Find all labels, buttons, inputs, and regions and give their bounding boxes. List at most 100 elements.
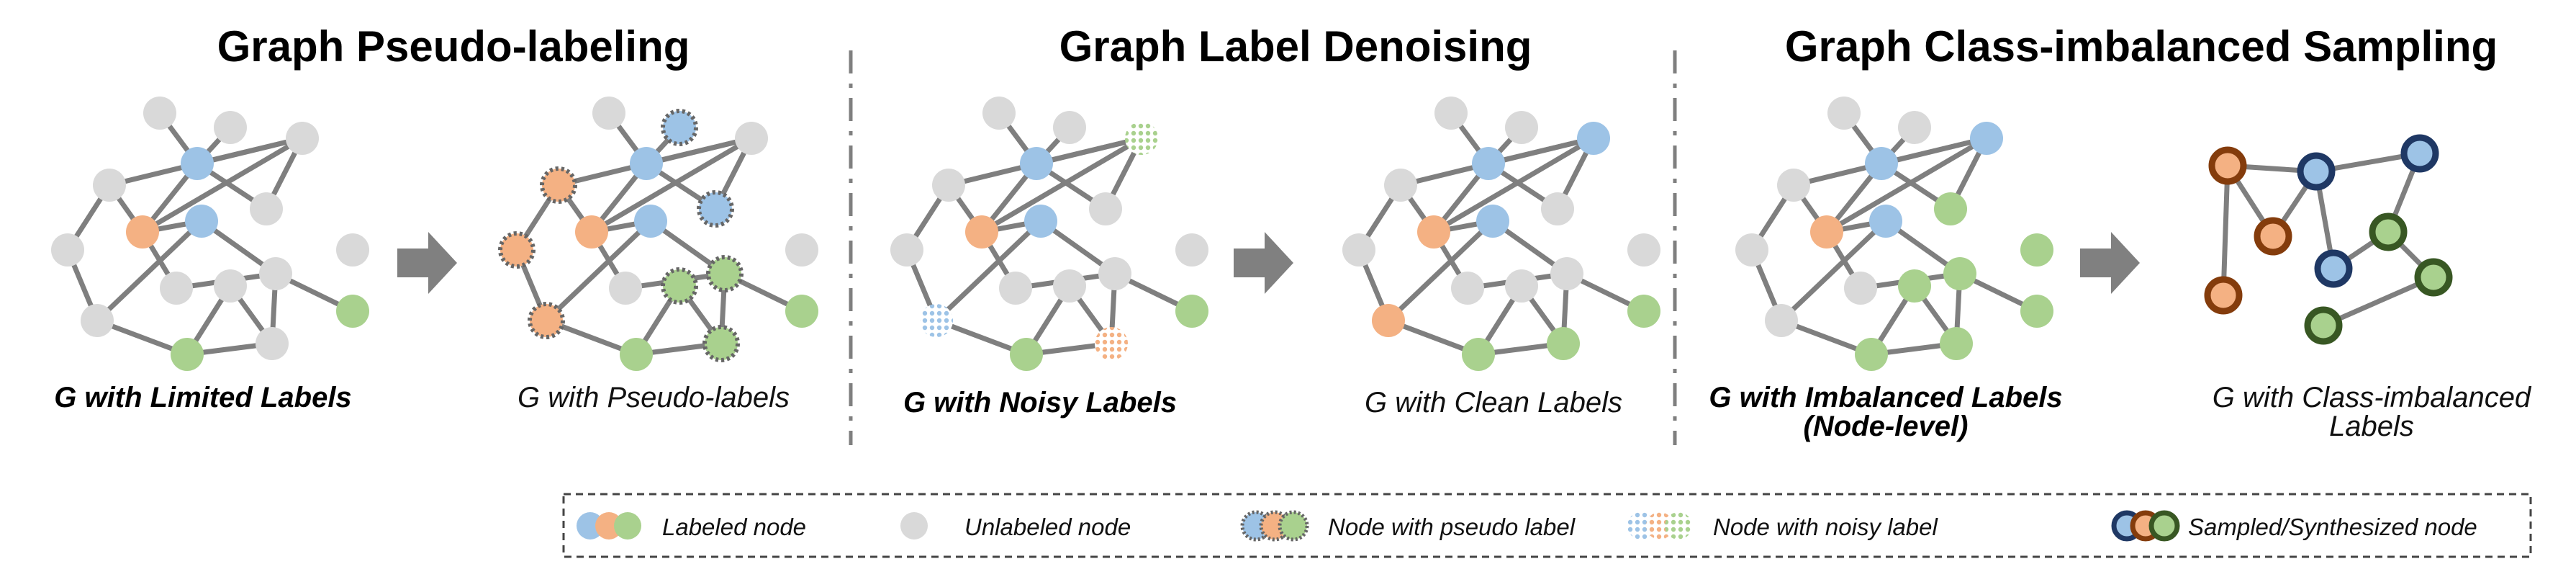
sampled-node bbox=[2414, 258, 2453, 297]
labeled-node bbox=[1970, 122, 2003, 155]
legend-labeled-label: Labeled node bbox=[662, 514, 806, 540]
unlabeled-node bbox=[160, 272, 193, 305]
sampled-node bbox=[2208, 146, 2247, 185]
labeled-node bbox=[1934, 192, 1967, 225]
pseudo-label-node bbox=[661, 109, 698, 146]
caption-pseudo-labels: G with Pseudo-labels bbox=[518, 382, 790, 413]
labeled-node bbox=[2020, 295, 2053, 328]
labeled-node bbox=[1810, 215, 1843, 249]
unlabeled-node bbox=[250, 192, 283, 225]
labeled-node bbox=[171, 338, 204, 371]
labeled-node bbox=[1869, 205, 1902, 238]
labeled-node bbox=[1024, 205, 1057, 238]
graph-panel-1 bbox=[51, 97, 369, 371]
unlabeled-node bbox=[1541, 192, 1574, 225]
caption-node-level: (Node-level) bbox=[1804, 411, 1969, 442]
graph-panel-3 bbox=[890, 97, 1208, 371]
pseudo-label-node bbox=[498, 231, 535, 269]
unlabeled-node bbox=[1089, 192, 1122, 225]
noisy-label-node bbox=[1125, 122, 1158, 155]
labeled-node bbox=[620, 338, 653, 371]
unlabeled-node bbox=[735, 122, 768, 155]
unlabeled-node bbox=[1735, 233, 1768, 267]
sampled-node bbox=[2304, 306, 2343, 345]
unlabeled-node bbox=[1451, 272, 1484, 305]
unlabeled-node bbox=[1505, 111, 1538, 144]
right-arrow-icon bbox=[397, 232, 457, 294]
unlabeled-node bbox=[81, 304, 114, 337]
unlabeled-node bbox=[785, 233, 818, 267]
caption-noisy-labels: G with Noisy Labels bbox=[903, 387, 1177, 418]
unlabeled-node bbox=[336, 233, 369, 267]
pseudo-label-node bbox=[540, 166, 577, 204]
labeled-node bbox=[1943, 257, 1976, 290]
caption-clean-labels: G with Clean Labels bbox=[1365, 387, 1622, 418]
caption-class-imbalanced: G with Class-imbalanced bbox=[2213, 382, 2532, 413]
sampled-node bbox=[2254, 217, 2292, 256]
graph-edge bbox=[2220, 163, 2231, 298]
labeled-node bbox=[785, 295, 818, 328]
pseudo-label-node bbox=[702, 325, 740, 362]
sampled-node bbox=[2297, 152, 2336, 191]
labeled-node bbox=[1020, 147, 1053, 180]
labeled-node bbox=[336, 295, 369, 328]
labeled-node bbox=[185, 205, 218, 238]
labeled-node bbox=[1940, 327, 1973, 360]
caption-labels: Labels bbox=[2329, 411, 2414, 442]
labeled-node bbox=[1577, 122, 1610, 155]
unlabeled-node bbox=[259, 257, 292, 290]
labeled-node bbox=[1472, 147, 1505, 180]
graph-edge bbox=[1431, 135, 1596, 235]
labeled-node bbox=[1865, 147, 1898, 180]
section-title-label-denoising: Graph Label Denoising bbox=[1059, 22, 1532, 71]
legend-noisy-icon bbox=[1646, 512, 1673, 540]
graph-edge bbox=[589, 135, 754, 235]
unlabeled-node bbox=[1053, 269, 1086, 303]
labeled-node bbox=[630, 147, 663, 180]
legend-pseudo-label: Node with pseudo label bbox=[1328, 514, 1576, 540]
legend-pseudo-icon bbox=[1278, 510, 1309, 542]
unlabeled-node bbox=[1053, 111, 1086, 144]
pseudo-label-node bbox=[706, 255, 744, 292]
graph-edge bbox=[934, 218, 1044, 323]
unlabeled-node bbox=[609, 272, 642, 305]
noisy-label-node bbox=[920, 304, 953, 337]
unlabeled-node bbox=[1765, 304, 1798, 337]
unlabeled-node bbox=[1844, 272, 1877, 305]
sampled-node bbox=[2314, 249, 2353, 288]
graph-panel-4 bbox=[1342, 97, 1660, 371]
legend-box bbox=[562, 493, 2532, 558]
legend-labeled-icon bbox=[577, 512, 604, 540]
unlabeled-node bbox=[1827, 97, 1861, 130]
unlabeled-node bbox=[1434, 97, 1468, 130]
section-title-class-imbalanced: Graph Class-imbalanced Sampling bbox=[1785, 22, 2498, 71]
unlabeled-node bbox=[982, 97, 1016, 130]
unlabeled-node bbox=[592, 97, 625, 130]
caption-limited-labels: G with Limited Labels bbox=[54, 382, 351, 413]
legend-labeled-icon bbox=[614, 512, 641, 540]
graph-edge bbox=[543, 218, 654, 323]
sampled-node bbox=[2369, 212, 2408, 251]
labeled-node bbox=[1547, 327, 1580, 360]
graph-panel-5 bbox=[1735, 97, 2053, 371]
unlabeled-node bbox=[1384, 169, 1417, 202]
labeled-node bbox=[1898, 269, 1931, 303]
legend-noisy-icon bbox=[1627, 512, 1655, 540]
pseudo-label-node bbox=[697, 190, 734, 228]
graph-panel-6 bbox=[2204, 134, 2453, 345]
labeled-node bbox=[1476, 205, 1509, 238]
graph-edge bbox=[979, 135, 1144, 235]
labeled-node bbox=[1372, 304, 1405, 337]
pseudo-label-node bbox=[661, 267, 698, 305]
unlabeled-node bbox=[1627, 233, 1660, 267]
labeled-node bbox=[1462, 338, 1495, 371]
unlabeled-node bbox=[143, 97, 176, 130]
labeled-node bbox=[965, 215, 998, 249]
graph-panel-2 bbox=[498, 97, 818, 371]
unlabeled-node bbox=[999, 272, 1032, 305]
unlabeled-node bbox=[1505, 269, 1538, 303]
graph-edge bbox=[2320, 274, 2436, 328]
unlabeled-node bbox=[890, 233, 923, 267]
unlabeled-node bbox=[256, 327, 289, 360]
sampled-node bbox=[2204, 276, 2243, 315]
